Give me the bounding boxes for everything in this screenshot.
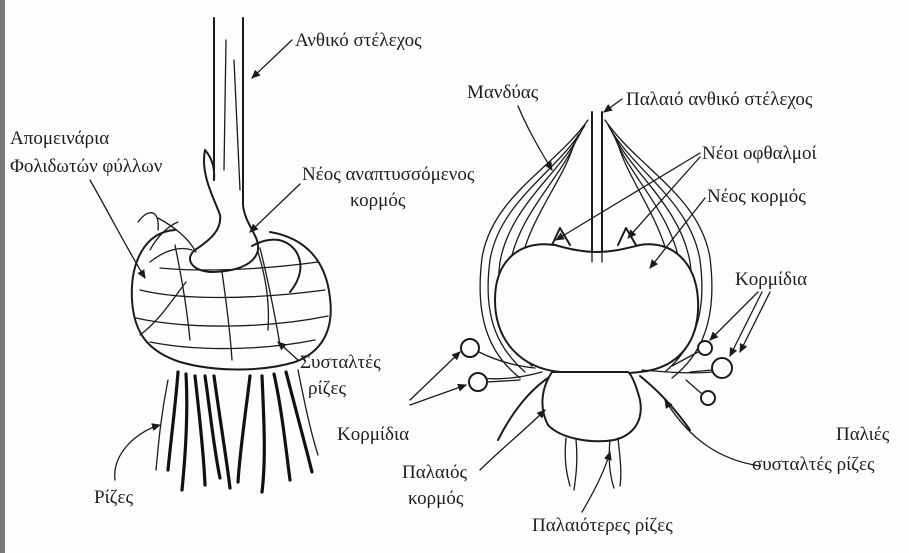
left-flower-stem xyxy=(214,18,243,205)
left-roots xyxy=(156,370,318,492)
label-old-contractile-roots-1: Παλιές xyxy=(836,424,890,445)
right-older-roots xyxy=(565,438,621,490)
left-corm-drawing xyxy=(132,18,331,492)
label-old-flower-stem: Παλαιό ανθικό στέλεχος xyxy=(626,89,813,110)
label-tunic: Μανδύας xyxy=(467,82,539,103)
label-new-corm-2: κορμός xyxy=(350,190,406,211)
label-new-buds: Νέοι οφθαλμοί xyxy=(702,143,817,164)
right-new-buds xyxy=(552,228,636,245)
label-cormels-right: Κορμίδια xyxy=(735,269,807,290)
label-old-corm-2: κορμός xyxy=(408,488,464,509)
right-new-corm xyxy=(495,244,698,374)
label-old-contractile-roots-2: συσταλτές ρίζες xyxy=(752,454,875,475)
label-scale-remnants-1: Απομεινάρια xyxy=(10,128,109,149)
label-cormels-left: Κορμίδια xyxy=(337,424,409,445)
right-old-flower-stem xyxy=(592,112,602,250)
left-contractile-roots xyxy=(252,240,300,330)
right-old-corm xyxy=(542,372,640,441)
label-contractile-roots-2: ρίζες xyxy=(308,378,346,399)
label-older-roots: Παλαιότερες ρίζες xyxy=(532,515,673,536)
label-contractile-roots-1: Συσταλτές xyxy=(300,352,381,373)
label-new-corm-1: Νέος αναπτυσσόμενος xyxy=(302,164,475,185)
left-old-corm xyxy=(132,222,331,370)
label-scale-remnants-2: Φολιδωτών φύλλων xyxy=(10,156,163,177)
label-old-corm-1: Παλαιός xyxy=(402,462,467,483)
label-roots: Ρίζες xyxy=(94,487,134,508)
label-new-corm: Νέος κορμός xyxy=(707,186,806,207)
label-flower-stem: Ανθικό στέλεχος xyxy=(295,30,422,51)
